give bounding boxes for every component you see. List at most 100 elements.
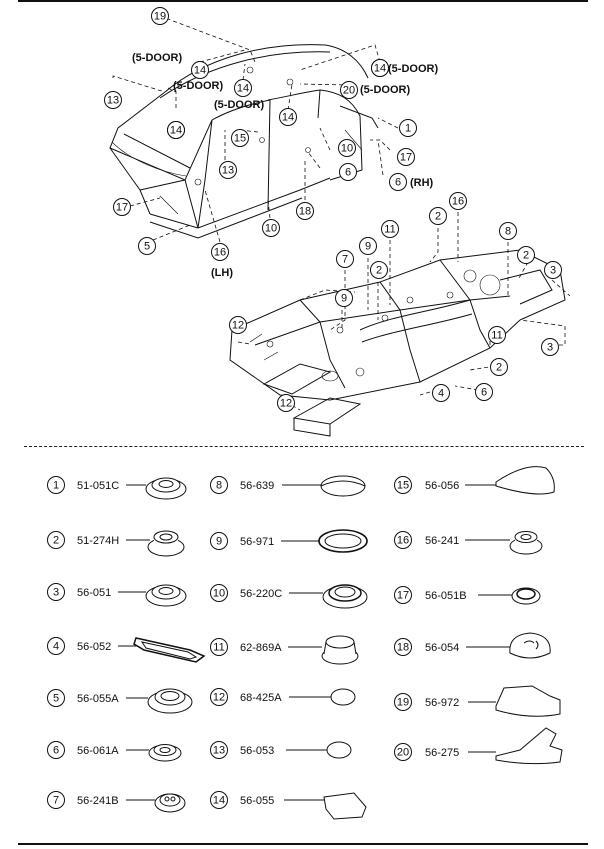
gasket-icon <box>133 637 206 663</box>
callout-label: 17 <box>400 152 412 164</box>
callout-circle <box>219 161 237 179</box>
callout-circle <box>335 289 353 307</box>
callout-label: 2 <box>496 362 502 374</box>
callout-number: 13 <box>219 161 237 179</box>
legend-ref-circle <box>47 583 65 601</box>
grommet-icon <box>145 477 187 500</box>
legend-leaders <box>118 484 512 801</box>
callout-circle <box>541 338 559 356</box>
callout-circle <box>488 326 506 344</box>
callout-number: 14 <box>371 59 389 77</box>
callout-number: 6 <box>389 173 407 191</box>
cap-icon <box>509 632 551 659</box>
patch-icon <box>323 792 367 820</box>
note-5-door: (5-DOOR) <box>132 52 182 64</box>
legend-ref-number: 20 <box>397 747 409 759</box>
part-number-label: 56-972 <box>425 697 459 709</box>
note-rh: (RH) <box>410 177 434 189</box>
legend-ref-number: 2 <box>53 535 59 547</box>
tape-icon <box>495 727 563 765</box>
callout-label: 6 <box>395 177 401 189</box>
callout-label: 15 <box>234 133 246 145</box>
legend-ref-circle <box>210 791 228 809</box>
part-number-label: 56-971 <box>240 536 274 548</box>
part-number-label: 56-639 <box>240 480 274 492</box>
callout-number: 6 <box>339 163 357 181</box>
grommet-icon <box>509 531 543 555</box>
section-divider <box>24 446 584 447</box>
callout-number: 14 <box>279 108 297 126</box>
callout-label: 12 <box>232 320 244 332</box>
legend-ref-number: 11 <box>213 642 224 654</box>
grommet-icon <box>511 587 541 605</box>
callout-circle <box>151 7 169 25</box>
callout-circle <box>370 261 388 279</box>
callout-number: 14 <box>167 121 185 139</box>
callout-circle <box>517 246 535 264</box>
legend-ref-number: 17 <box>397 590 409 602</box>
legend-ref-circle <box>210 741 228 759</box>
callout-circle <box>277 394 295 412</box>
callout-label: 14 <box>237 83 249 95</box>
part-number-label: 56-053 <box>240 745 274 757</box>
grommet-icon <box>147 530 185 557</box>
callout-number: 2 <box>517 246 535 264</box>
bottom-rule <box>18 843 588 845</box>
legend-ref-number: 1 <box>53 480 59 492</box>
legend-entry: 16 56-241 <box>394 531 459 549</box>
plug-icon <box>330 688 356 706</box>
callout-number: 4 <box>432 384 450 402</box>
legend-ref-circle <box>47 791 65 809</box>
callout-circle <box>429 207 447 225</box>
callout-number: 6 <box>475 383 493 401</box>
callout-circle <box>231 129 249 147</box>
legend-ref-number: 4 <box>53 641 59 653</box>
part-number-label: 68-425A <box>240 692 282 704</box>
part-number-label: 56-241 <box>425 535 459 547</box>
callout-label: 3 <box>550 265 556 277</box>
callout-number: 7 <box>336 250 354 268</box>
legend-ref-circle <box>210 584 228 602</box>
callout-circle <box>432 384 450 402</box>
part-number-label: 51-274H <box>77 535 119 547</box>
callout-label: 2 <box>376 265 382 277</box>
legend-ref-circle <box>394 693 412 711</box>
grommet-icon <box>154 793 186 813</box>
plug-icon <box>320 475 366 497</box>
legend-ref-number: 16 <box>397 535 409 547</box>
callout-label: 20 <box>343 85 355 97</box>
callout-label: 13 <box>107 95 119 107</box>
grommet-icon <box>148 744 182 762</box>
part-number-label: 56-051B <box>425 590 467 602</box>
callout-number: 5 <box>138 237 156 255</box>
callout-circle <box>544 261 562 279</box>
callout-number: 17 <box>113 198 131 216</box>
callout-label: 6 <box>481 387 487 399</box>
callout-number: 12 <box>277 394 295 412</box>
legend-ref-circle <box>394 476 412 494</box>
callout-label: 12 <box>280 398 292 410</box>
legend-ref-circle <box>47 689 65 707</box>
callout-label: 10 <box>341 143 353 155</box>
grommet-icon <box>147 688 193 714</box>
tape-icon <box>495 466 555 495</box>
grommet-icon <box>145 584 187 607</box>
callout-circle <box>359 237 377 255</box>
legend-ref-circle <box>394 743 412 761</box>
callout-circle <box>399 119 417 137</box>
note-5-door: (5-DOOR) <box>173 80 223 92</box>
callout-label: 5 <box>144 241 150 253</box>
callout-number: 1 <box>399 119 417 137</box>
callout-number: 20 <box>340 81 358 99</box>
callout-label: 10 <box>265 223 277 235</box>
legend-ref-number: 10 <box>213 588 225 600</box>
legend-ref-number: 19 <box>397 697 409 709</box>
callout-label: 4 <box>438 388 444 400</box>
callout-label: 1 <box>405 123 411 135</box>
legend-ref-number: 5 <box>53 693 59 705</box>
